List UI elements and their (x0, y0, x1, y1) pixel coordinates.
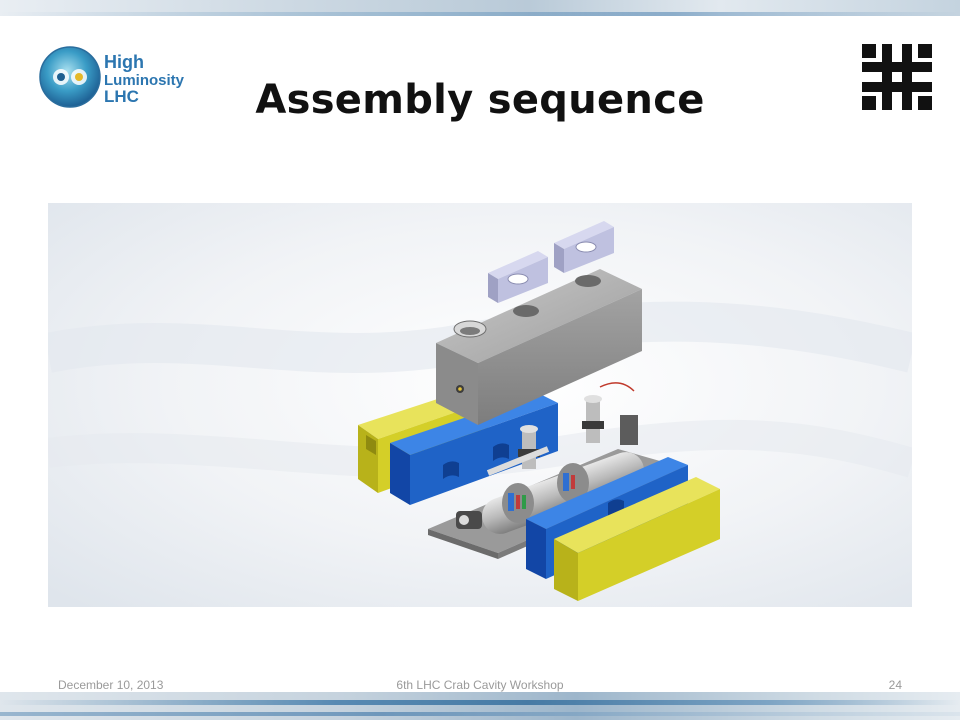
fermilab-logo (862, 44, 932, 110)
logo-line-luminosity: Luminosity (104, 72, 185, 89)
slide-title: Assembly sequence (255, 76, 705, 123)
footer-page-number: 24 (888, 678, 902, 692)
logo-line-lhc: LHC (104, 87, 139, 106)
top-decorative-band (0, 0, 960, 16)
bottom-decorative-band (0, 692, 960, 720)
footer-event-name: 6th LHC Crab Cavity Workshop (396, 678, 564, 692)
logo-line-high: High (104, 52, 144, 72)
high-luminosity-lhc-logo: High Luminosity LHC (39, 46, 185, 108)
footer-date: December 10, 2013 (58, 678, 164, 692)
assembly-render-image (48, 203, 912, 607)
